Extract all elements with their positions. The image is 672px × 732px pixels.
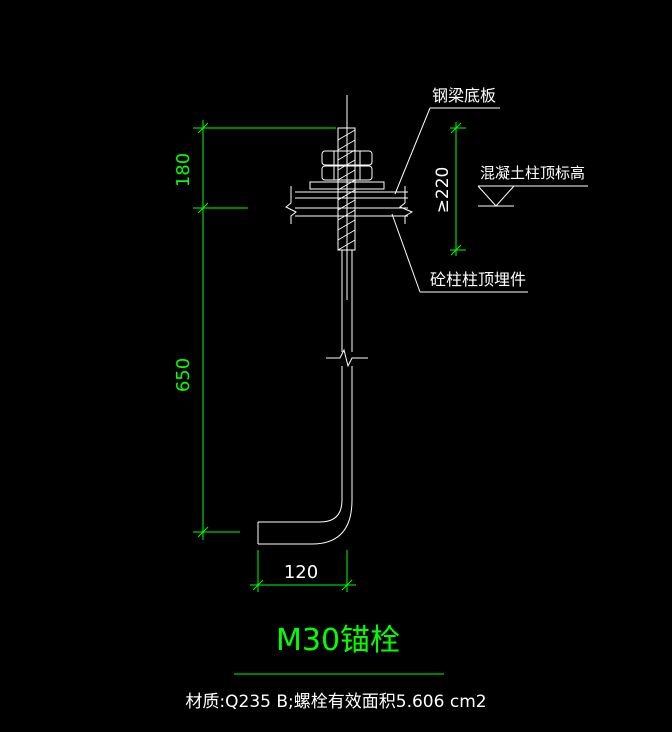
dimension-left <box>193 120 336 540</box>
material-note: 材质:Q235 B;螺栓有效面积5.606 cm2 <box>185 692 486 712</box>
dim-main-length: 650 <box>173 358 194 392</box>
label-steel-base-plate: 钢梁底板 <box>432 86 496 105</box>
bolt-shaft <box>326 250 368 500</box>
leader-concrete-top-elevation <box>477 185 588 207</box>
dimension-bottom <box>250 550 356 592</box>
dim-top-length: 180 <box>173 153 194 187</box>
drawing-title: M30锚栓 <box>276 623 400 658</box>
leader-steel-base-plate <box>394 107 500 195</box>
dim-embed-depth: ≥220 <box>433 167 453 214</box>
steel-base-plate <box>285 186 414 224</box>
dim-hook-length: 120 <box>284 562 318 583</box>
embed-plate <box>295 207 408 217</box>
dimension-right <box>450 122 466 256</box>
leader-column-top-embed <box>391 213 528 293</box>
double-nut <box>321 150 373 181</box>
label-concrete-top-elevation: 混凝土柱顶标高 <box>480 164 585 182</box>
bolt-hook <box>257 499 353 545</box>
label-column-top-embed: 砼柱柱顶埋件 <box>430 270 526 289</box>
washer <box>309 181 385 190</box>
